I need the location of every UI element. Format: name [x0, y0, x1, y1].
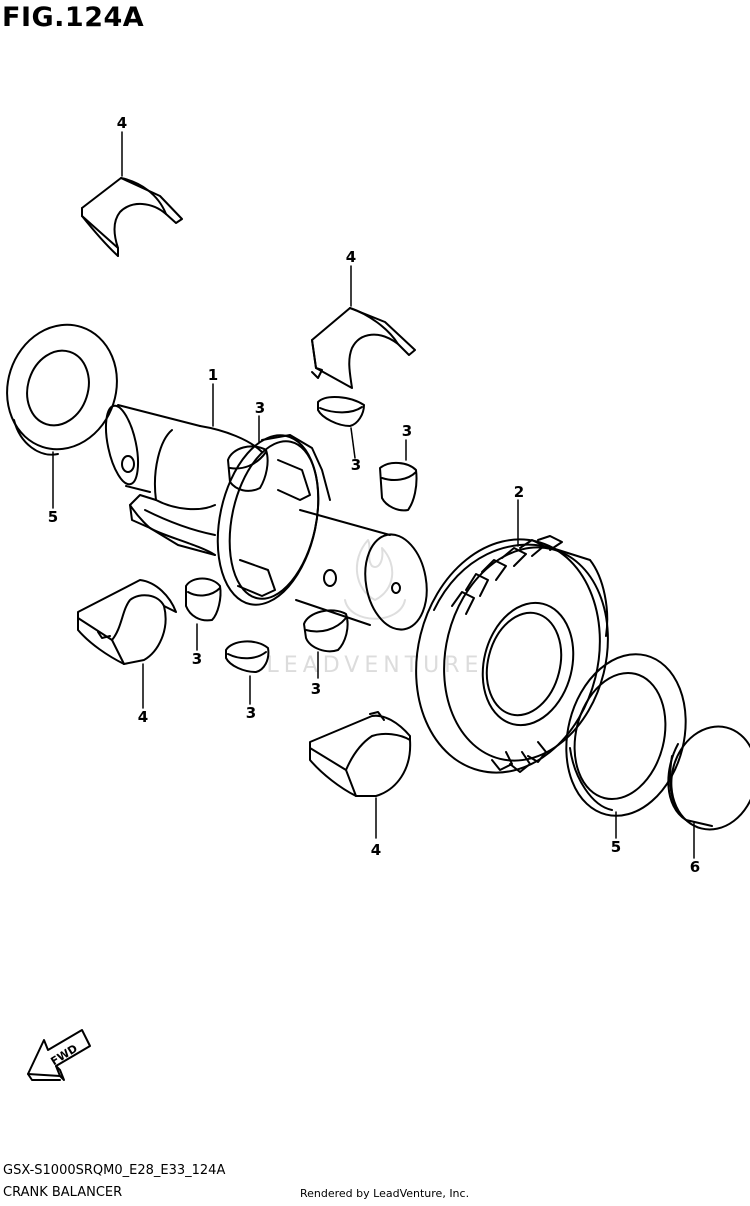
callout-1: 1 — [208, 366, 218, 384]
figure-title: FIG.124A — [2, 2, 145, 33]
callout-3-b: 3 — [402, 422, 412, 440]
callout-6: 6 — [690, 858, 700, 876]
roller-block-2[interactable] — [317, 396, 365, 427]
callout-2: 2 — [514, 483, 524, 501]
bearing-shell-upper-middle[interactable] — [311, 307, 416, 389]
roller-block-4[interactable] — [185, 577, 222, 622]
balancer-shaft[interactable] — [100, 403, 434, 635]
roller-block-6[interactable] — [303, 609, 349, 653]
callout-3-d: 3 — [192, 650, 202, 668]
model-code: GSX-S1000SRQM0_E28_E33_124A — [3, 1163, 226, 1178]
watermark-logo — [344, 539, 406, 620]
callout-5-left: 5 — [48, 508, 58, 526]
roller-block-1[interactable] — [227, 445, 269, 492]
callout-3-f: 3 — [246, 704, 256, 722]
watermark-text: LEADVENTURE — [267, 653, 484, 678]
callout-5-right: 5 — [611, 838, 621, 856]
callout-4-lower-left: 4 — [138, 708, 148, 726]
leader-lines — [52, 131, 695, 859]
thrust-washer-left[interactable] — [0, 310, 133, 463]
bearing-shell-lower-left[interactable] — [77, 579, 177, 665]
rendered-by-credit: Rendered by LeadVenture, Inc. — [300, 1187, 470, 1200]
callout-labels: 4 4 1 3 3 3 2 5 3 3 3 4 4 5 6 — [48, 114, 700, 876]
callout-3-a: 3 — [255, 399, 265, 417]
bearing-shell-lower-middle[interactable] — [309, 711, 412, 797]
figure-description: CRANK BALANCER — [3, 1185, 123, 1200]
balancer-end-cap[interactable] — [661, 717, 750, 838]
callout-4-lower-middle: 4 — [371, 841, 381, 859]
callout-3-c: 3 — [351, 456, 361, 474]
roller-block-3[interactable] — [379, 462, 418, 512]
callout-4-upper-middle: 4 — [346, 248, 356, 266]
callout-3-e: 3 — [311, 680, 321, 698]
balancer-driven-gear[interactable] — [392, 520, 630, 793]
roller-block-5[interactable] — [225, 640, 270, 673]
bearing-shell-upper-left[interactable] — [81, 177, 183, 257]
callout-4-upper-left: 4 — [117, 114, 127, 132]
forward-direction-arrow — [27, 1029, 91, 1081]
